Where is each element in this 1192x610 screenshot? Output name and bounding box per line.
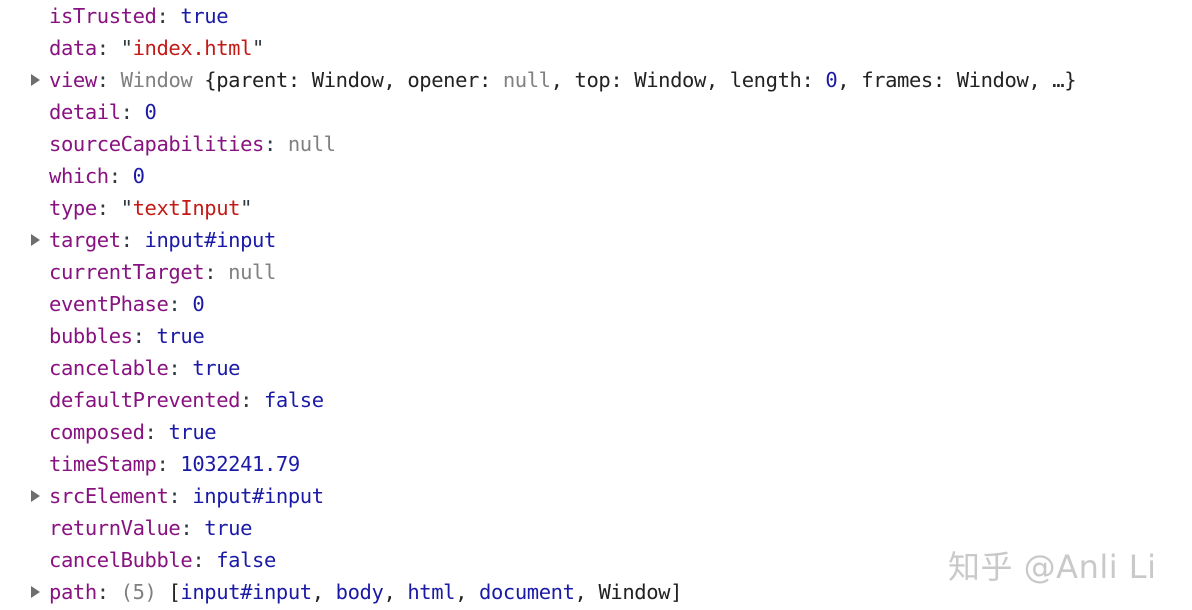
prop-value: 0 xyxy=(144,100,157,124)
prop-key: bubbles xyxy=(49,324,133,348)
path-item[interactable]: html xyxy=(407,580,456,604)
prop-row-cancelable: cancelable: true xyxy=(49,356,241,380)
prop-row-data: data: "index.html" xyxy=(49,36,264,60)
prop-value: true xyxy=(168,420,217,444)
prop-key: defaultPrevented xyxy=(49,388,241,412)
prop-value: index.html xyxy=(132,36,253,60)
watermark: 知乎 @Anli Li xyxy=(948,548,1157,586)
prop-value: true xyxy=(156,324,205,348)
prop-key: composed xyxy=(49,420,145,444)
prop-key: which xyxy=(49,164,109,188)
prop-row-isTrusted: isTrusted: true xyxy=(49,4,229,28)
preview-value: Window xyxy=(634,68,706,92)
prop-value-node-link[interactable]: input#input xyxy=(192,484,324,508)
prop-value-node-link[interactable]: input#input xyxy=(144,228,277,252)
prop-value: true xyxy=(192,356,241,380)
prop-key: timeStamp xyxy=(49,452,157,476)
prop-row-composed: composed: true xyxy=(49,420,217,444)
path-item[interactable]: body xyxy=(335,580,384,604)
prop-key: type xyxy=(49,196,97,220)
path-item[interactable]: input#input xyxy=(180,580,312,604)
prop-row-returnValue: returnValue: true xyxy=(49,516,253,540)
prop-row-target[interactable]: target: input#input xyxy=(0,224,276,256)
prop-row-view[interactable]: view: Window {parent: Window, opener: nu… xyxy=(0,64,1077,96)
prop-key: target xyxy=(49,228,121,252)
preview-key: opener xyxy=(407,68,479,92)
prop-row-cancelBubble: cancelBubble: false xyxy=(49,548,276,572)
expand-triangle-icon[interactable] xyxy=(31,490,40,502)
preview-value: 0 xyxy=(825,68,838,92)
prop-key: currentTarget xyxy=(49,260,205,284)
prop-value: null xyxy=(287,132,336,156)
preview-value: null xyxy=(502,68,551,92)
prop-value: false xyxy=(216,548,276,572)
prop-row-eventPhase: eventPhase: 0 xyxy=(49,292,205,316)
expand-triangle-icon[interactable] xyxy=(31,234,40,246)
prop-row-srcElement[interactable]: srcElement: input#input xyxy=(0,480,324,512)
prop-value: true xyxy=(204,516,253,540)
prop-key: isTrusted xyxy=(49,4,157,28)
prop-value: 1032241.79 xyxy=(180,452,300,476)
preview-key: length xyxy=(729,68,802,92)
prop-key: cancelBubble xyxy=(49,548,193,572)
prop-row-currentTarget: currentTarget: null xyxy=(49,260,276,284)
preview-value: Window xyxy=(956,68,1029,92)
prop-row-detail: detail: 0 xyxy=(49,100,157,124)
preview-key: parent xyxy=(216,68,288,92)
prop-value: 0 xyxy=(132,164,145,188)
prop-row-sourceCapabilities: sourceCapabilities: null xyxy=(49,132,336,156)
prop-row-bubbles: bubbles: true xyxy=(49,324,205,348)
prop-row-which: which: 0 xyxy=(49,164,145,188)
prop-value: textInput xyxy=(132,196,241,220)
prop-value: null xyxy=(228,260,276,284)
expand-triangle-icon[interactable] xyxy=(31,586,40,598)
prop-row-defaultPrevented: defaultPrevented: false xyxy=(49,388,324,412)
prop-value: false xyxy=(263,388,324,412)
preview-ellipsis: … xyxy=(1052,68,1065,92)
preview-value: Window xyxy=(311,68,384,92)
prop-key: srcElement xyxy=(49,484,169,508)
prop-value: true xyxy=(180,4,229,28)
prop-key: view xyxy=(49,68,97,92)
prop-key: sourceCapabilities xyxy=(49,132,264,156)
prop-class-name: Window xyxy=(120,68,193,92)
prop-key: eventPhase xyxy=(49,292,169,316)
prop-value: 0 xyxy=(192,292,205,316)
preview-key: frames xyxy=(861,68,933,92)
prop-row-path[interactable]: path: (5) [input#input, body, html, docu… xyxy=(0,576,682,608)
array-count: (5) xyxy=(120,580,157,604)
path-item[interactable]: document xyxy=(479,580,575,604)
path-item[interactable]: Window xyxy=(598,580,671,604)
preview-key: top xyxy=(574,68,611,92)
prop-key: cancelable xyxy=(49,356,169,380)
prop-row-type: type: "textInput" xyxy=(49,196,253,220)
prop-key: returnValue xyxy=(49,516,181,540)
prop-row-timeStamp: timeStamp: 1032241.79 xyxy=(49,452,300,476)
prop-key: detail xyxy=(49,100,121,124)
prop-key: path xyxy=(49,580,97,604)
prop-key: data xyxy=(49,36,97,60)
expand-triangle-icon[interactable] xyxy=(31,74,40,86)
